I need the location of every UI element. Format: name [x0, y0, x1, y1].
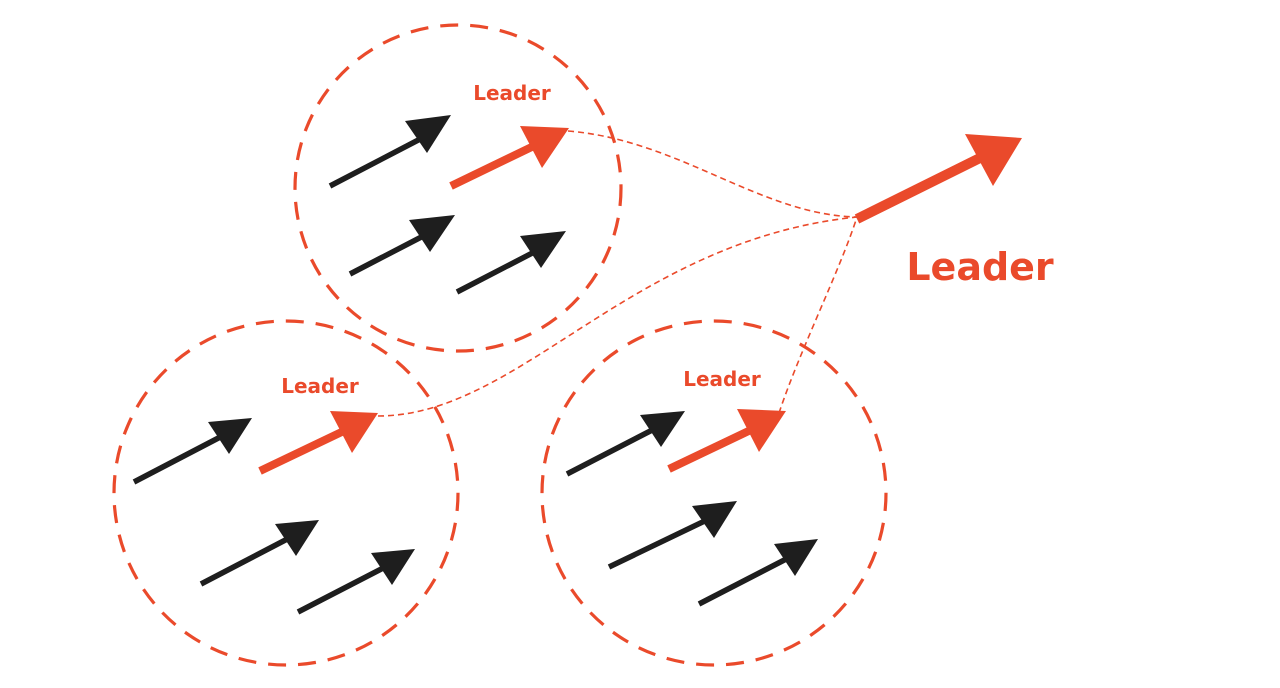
connector-left — [377, 216, 858, 417]
label-main-leader: Leader — [906, 245, 1054, 289]
label-group-leader-left: Leader — [281, 374, 359, 398]
arrow-follower — [199, 520, 319, 587]
arrow-main-leader — [854, 134, 1022, 224]
arrow-follower — [328, 115, 451, 189]
arrow-follower — [697, 539, 818, 607]
connector-right — [778, 216, 858, 414]
connector-top — [567, 130, 858, 218]
group-circle-top — [293, 23, 623, 353]
group-circle-left — [112, 319, 460, 667]
label-group-leader-top: Leader — [473, 81, 551, 105]
label-group-leader-right: Leader — [683, 367, 761, 391]
arrow-follower — [132, 418, 252, 485]
group-circle-right — [540, 319, 888, 667]
arrow-group-leader-top — [449, 126, 569, 190]
arrow-group-leader-left — [258, 411, 378, 475]
arrow-group-leader-right — [667, 409, 786, 473]
arrow-follower — [296, 549, 415, 615]
arrow-follower — [565, 411, 685, 477]
arrow-follower — [455, 231, 566, 295]
arrow-follower — [607, 501, 737, 570]
arrow-follower — [348, 215, 455, 277]
